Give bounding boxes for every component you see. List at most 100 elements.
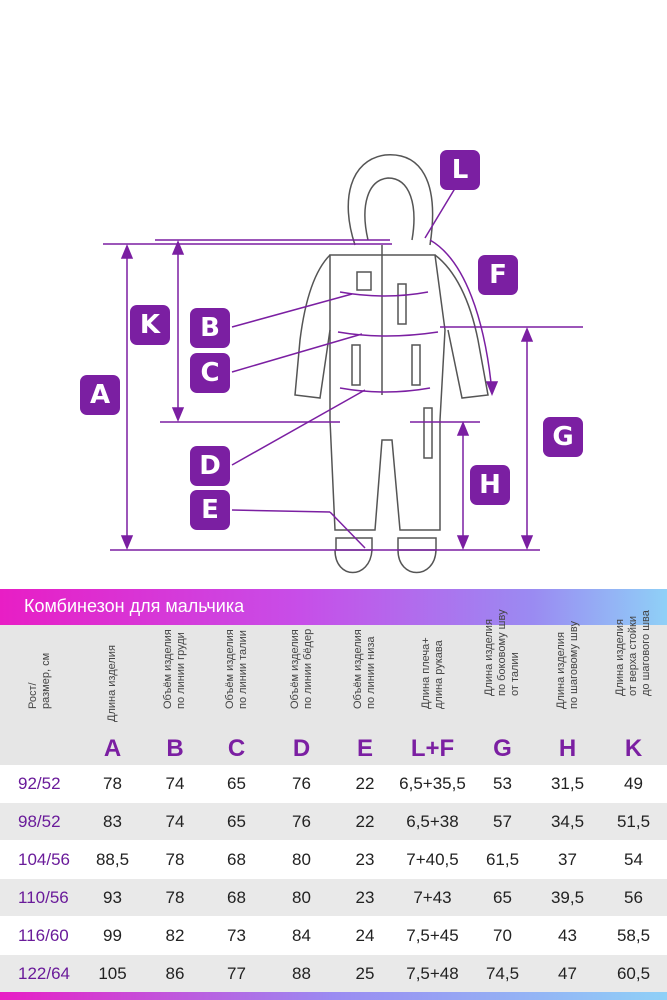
value-cell: 49 (624, 774, 643, 793)
value-cell: 93 (103, 888, 122, 907)
value-cell: 99 (103, 926, 122, 945)
value-cell: 22 (355, 774, 375, 793)
measurement-diagram: L F K B C A G D H E (80, 150, 583, 574)
column-letter: B (166, 735, 184, 762)
label-H: H (470, 465, 510, 505)
label-L: L (440, 150, 480, 190)
value-cell: 57 (493, 812, 512, 831)
column-letter: C (227, 735, 246, 762)
value-cell: 88,5 (95, 850, 130, 869)
label-K: K (130, 305, 170, 345)
value-cell: 7,5+48 (406, 964, 459, 983)
value-cell: 65 (493, 888, 512, 907)
value-cell: 7,5+45 (406, 926, 459, 945)
value-cell: 105 (98, 964, 127, 983)
svg-text:D: D (199, 451, 221, 481)
svg-text:K: K (140, 310, 161, 340)
value-cell: 51,5 (616, 812, 651, 831)
value-cell: 84 (292, 926, 311, 945)
value-cell: 82 (165, 926, 185, 945)
value-cell: 86 (165, 964, 185, 983)
column-header-0: Рост/ размер, см (0, 625, 80, 765)
svg-text:F: F (489, 260, 507, 290)
svg-text:H: H (479, 470, 501, 500)
value-cell: 78 (165, 888, 185, 907)
size-cell: 98/52 (18, 812, 61, 831)
label-E: E (190, 490, 230, 530)
column-header-text: Объём изделия по линии талии (223, 629, 249, 709)
value-cell: 22 (355, 812, 375, 831)
column-letter: D (292, 735, 311, 762)
column-letter: H (558, 735, 577, 762)
label-B: B (190, 308, 230, 348)
column-header-text: Длина изделия по боковому шву от талии (483, 609, 521, 696)
value-cell: 43 (558, 926, 577, 945)
column-header-text: Объём изделия по линии бёдер (288, 628, 314, 709)
size-cell: 122/64 (18, 964, 70, 983)
column-header-text: Длина изделия по шаговому шву (554, 621, 580, 709)
value-cell: 80 (292, 850, 311, 869)
value-cell: 61,5 (485, 850, 520, 869)
value-cell: 34,5 (550, 812, 585, 831)
value-cell: 78 (103, 774, 122, 793)
svg-text:C: C (200, 358, 219, 388)
value-cell: 68 (227, 850, 246, 869)
svg-text:A: A (90, 380, 110, 410)
value-cell: 56 (624, 888, 643, 907)
value-cell: 37 (558, 850, 577, 869)
value-cell: 53 (493, 774, 512, 793)
column-header-9: Длина изделия от верха стойки до шаговог… (600, 610, 667, 765)
value-cell: 80 (292, 888, 311, 907)
svg-text:G: G (552, 422, 573, 452)
value-cell: 70 (493, 926, 512, 945)
banner-title: Комбинезон для мальчика (24, 596, 245, 616)
value-cell: 88 (292, 964, 311, 983)
value-cell: 39,5 (550, 888, 585, 907)
column-letter: L+F (410, 735, 455, 762)
measurement-lines (103, 184, 583, 551)
label-F: F (478, 255, 518, 295)
column-header-text: Длина плеча+ длина рукава (419, 637, 445, 709)
svg-text:E: E (201, 495, 219, 525)
label-A: A (80, 375, 120, 415)
value-cell: 23 (355, 850, 375, 869)
value-cell: 60,5 (616, 964, 651, 983)
label-C: C (190, 353, 230, 393)
value-cell: 31,5 (550, 774, 585, 793)
title-banner: Комбинезон для мальчика (0, 589, 667, 625)
value-cell: 83 (103, 812, 122, 831)
column-header-text: Объём изделия по линии низа (352, 629, 377, 709)
value-cell: 7+43 (413, 888, 452, 907)
value-cell: 68 (227, 888, 246, 907)
value-cell: 24 (355, 926, 375, 945)
value-cell: 74,5 (485, 964, 520, 983)
value-cell: 74 (165, 812, 185, 831)
value-cell: 65 (227, 774, 246, 793)
svg-text:L: L (452, 155, 469, 185)
value-cell: 78 (165, 850, 185, 869)
value-cell: 58,5 (616, 926, 651, 945)
label-D: D (190, 446, 230, 486)
jumpsuit-drawing (294, 154, 489, 574)
bottom-gradient-bar (0, 992, 667, 1000)
column-header-text: Рост/ размер, см (27, 652, 52, 709)
column-letter: K (624, 735, 643, 762)
value-cell: 77 (227, 964, 246, 983)
column-header-text: Длина изделия (106, 645, 118, 722)
value-cell: 73 (227, 926, 246, 945)
column-letter: A (103, 735, 122, 762)
size-cell: 110/56 (18, 888, 69, 907)
